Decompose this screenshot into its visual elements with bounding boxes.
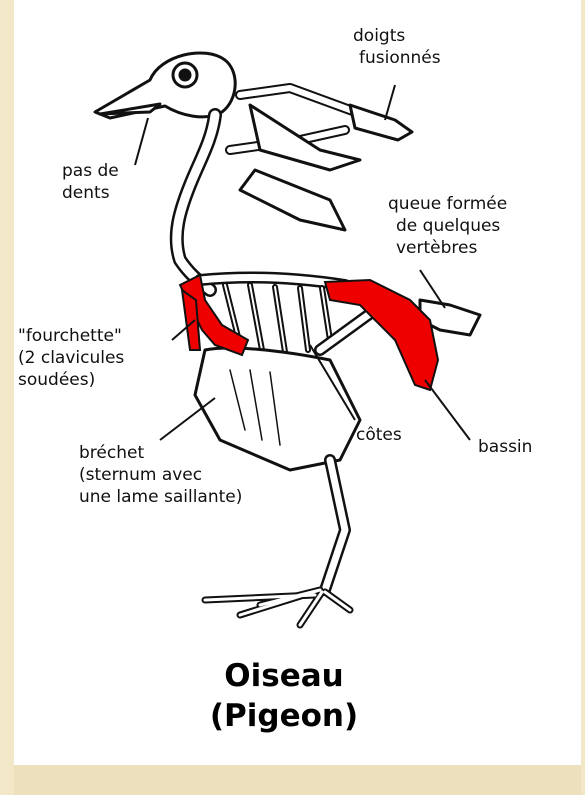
pointer-bassin xyxy=(425,380,470,440)
title-line2: (Pigeon) xyxy=(174,698,394,734)
label-doigts-line1: doigts xyxy=(353,25,441,47)
label-fourchette-line2: (2 clavicules xyxy=(18,347,124,369)
pointer-doigts xyxy=(385,85,395,120)
label-fourchette: "fourchette" (2 clavicules soudées) xyxy=(18,325,124,391)
label-brechet-line2: (sternum avec xyxy=(79,464,242,486)
label-brechet: bréchet (sternum avec une lame saillante… xyxy=(79,442,242,508)
label-queue-line2: de quelques xyxy=(396,215,507,237)
label-dents-line2: dents xyxy=(62,182,119,204)
pointer-dents xyxy=(135,118,148,165)
fused-digits xyxy=(350,105,412,140)
label-fourchette-line3: soudées) xyxy=(18,369,124,391)
label-doigts-line2: fusionnés xyxy=(359,47,441,69)
label-doigts-fusionnes: doigts fusionnés xyxy=(353,25,441,69)
label-queue-line1: queue formée xyxy=(388,193,507,215)
label-bassin: bassin xyxy=(478,436,532,458)
label-pas-de-dents: pas de dents xyxy=(62,160,119,204)
label-queue: queue formée de quelques vertèbres xyxy=(388,193,507,259)
title-line1: Oiseau xyxy=(174,658,394,694)
label-queue-line3: vertèbres xyxy=(396,237,507,259)
label-brechet-line1: bréchet xyxy=(79,442,242,464)
label-dents-line1: pas de xyxy=(62,160,119,182)
diagram-title: Oiseau (Pigeon) xyxy=(174,658,394,734)
label-brechet-line3: une lame saillante) xyxy=(79,486,242,508)
label-cotes: côtes xyxy=(356,424,402,446)
label-fourchette-line1: "fourchette" xyxy=(18,325,124,347)
